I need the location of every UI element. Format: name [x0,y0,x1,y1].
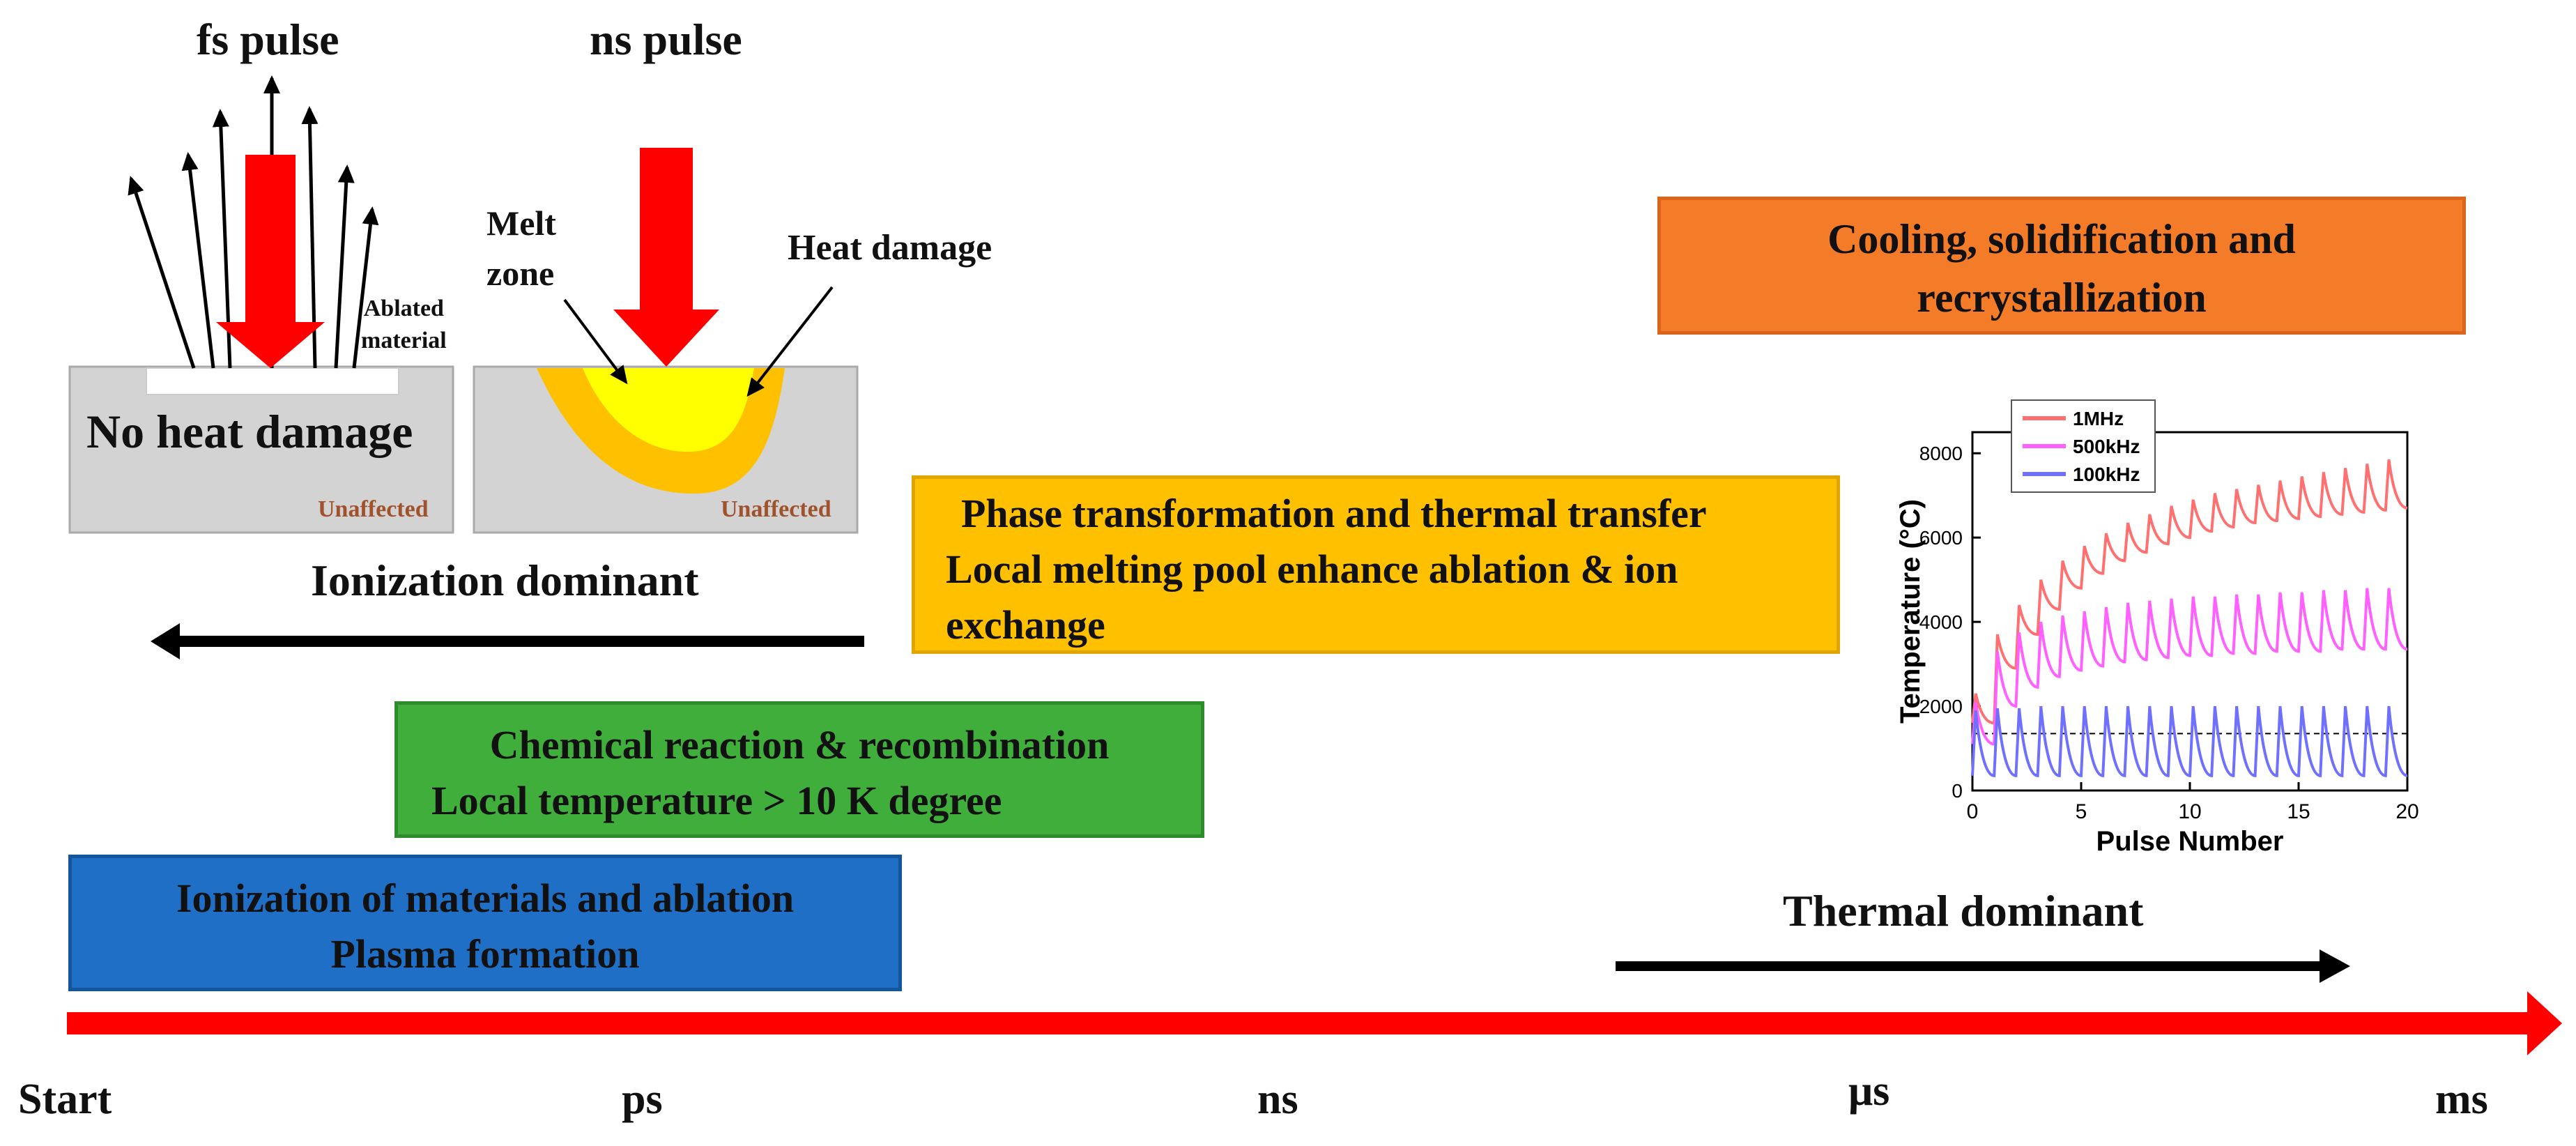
fs-pulse-arrow [216,155,325,368]
ns-pulse-label: ns pulse [590,15,742,64]
ns-pulse-arrow [613,148,719,367]
y-tick-label: 4000 [1919,611,1963,633]
y-axis-ticks: 0 2000 4000 6000 8000 [1919,443,1981,802]
y-tick-label: 2000 [1919,696,1963,717]
melt-zone-label: Melt zone [486,198,556,298]
ionization-line-2: Plasma formation [330,931,640,977]
timeline-tick-ns: ns [1257,1076,1298,1123]
ionization-stage-box: Ionization of materials and ablation Pla… [68,855,902,991]
series-line-100kHz [1971,705,2408,777]
ionization-line-1: Ionization of materials and ablation [176,876,795,921]
thermal-dominant-label: Thermal dominant [1783,886,2144,935]
ionization-dominant-arrow [151,623,864,659]
timeline-tick-start: Start [18,1076,112,1123]
chemical-stage-box: Chemical reaction & recombination Local … [394,701,1204,838]
ablated-line-1: Ablated [363,296,444,321]
heat-damage-label: Heat damage [788,228,992,268]
melt-line-2: zone [486,254,555,293]
ns-unaffected-label: Unaffected [721,496,831,522]
x-tick-label: 15 [2287,800,2310,823]
timeline-arrow [67,991,2562,1055]
cooling-line-1: Cooling, solidification and [1827,216,2296,262]
cooling-line-2: recrystallization [1917,275,2207,321]
temperature-chart: 0 2000 4000 6000 8000 0 5 10 15 20 1MHz 500kHz 100… [1895,399,2419,857]
phase-stage-box: Phase transformation and thermal transfe… [912,475,1840,654]
melt-zone-pointer [563,298,628,385]
ablation-arrow [334,165,355,369]
fs-ablation-crater [146,367,399,395]
timeline-tick-ms: ms [2435,1076,2488,1123]
no-heat-damage-label: No heat damage [86,405,413,458]
x-tick-label: 0 [1967,800,1979,823]
timeline-tick-us: μs [1848,1067,1890,1115]
phase-line-3: exchange [946,602,1105,648]
ablated-line-2: material [361,328,447,353]
chart-series [1971,459,2408,777]
phase-line-2: Local melting pool enhance ablation & io… [946,547,1678,592]
y-tick-label: 8000 [1919,443,1963,464]
thermal-dominant-arrow [1616,949,2350,983]
legend-label: 500kHz [2073,436,2140,457]
chart-legend: 1MHz 500kHz 100kHz [2023,408,2140,485]
chemical-line-1: Chemical reaction & recombination [489,722,1110,767]
ablation-arrow [181,152,215,369]
y-tick-label: 0 [1952,780,1963,802]
legend-label: 1MHz [2073,408,2124,429]
series-line-1MHz [1971,459,2408,725]
ablated-material-label: Ablated material [361,293,447,357]
y-axis-label: Temperature (°C) [1895,499,1926,724]
ablation-arrow [128,176,196,369]
melt-zone-shape [583,368,754,452]
cooling-stage-box: Cooling, solidification and recrystalliz… [1657,197,2466,335]
x-tick-label: 5 [2076,800,2087,823]
chemical-line-2: Local temperature > 10 K degree [431,778,1002,823]
x-axis-label: Pulse Number [2096,826,2284,857]
x-axis-ticks: 0 5 10 15 20 [1967,782,2419,823]
ablation-arrow [352,206,379,369]
y-tick-label: 6000 [1919,527,1963,549]
phase-line-1: Phase transformation and thermal transfe… [961,491,1707,536]
timeline-tick-ps: ps [622,1076,663,1123]
heat-damage-pointer [746,286,834,397]
fs-unaffected-label: Unaffected [318,496,429,522]
legend-label: 100kHz [2073,464,2140,485]
fs-pulse-label: fs pulse [197,15,339,64]
melt-line-1: Melt [486,204,556,243]
x-tick-label: 10 [2178,800,2201,823]
ionization-dominant-label: Ionization dominant [311,556,699,605]
series-line-500kHz [1971,588,2408,746]
x-tick-label: 20 [2395,800,2418,823]
